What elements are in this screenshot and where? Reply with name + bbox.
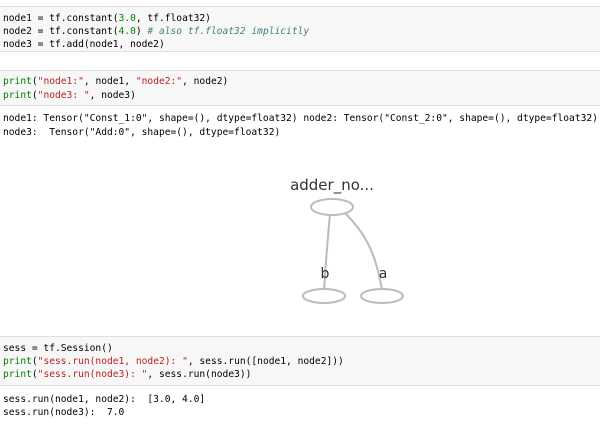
- code-line: print("sess.run(node1, node2): ", sess.r…: [3, 356, 344, 368]
- graph-node-a[interactable]: [360, 288, 404, 304]
- graph-node-label: adder_no...: [290, 176, 374, 195]
- code-text: node2 = tf.constant(: [3, 26, 119, 37]
- code-text: sess = tf.Session(): [3, 343, 113, 354]
- code-cell-3[interactable]: sess = tf.Session() print("sess.run(node…: [0, 336, 600, 386]
- output-cell-3: sess.run(node1, node2): [3.0, 4.0] sess.…: [0, 390, 600, 426]
- code-cell-2[interactable]: print("node1:", node1, "node2:", node2) …: [0, 70, 600, 106]
- string-literal: "node2:": [135, 76, 183, 87]
- keyword: print: [3, 90, 32, 101]
- code-line: node1 = tf.constant(3.0, tf.float32): [3, 13, 211, 25]
- keyword: print: [3, 76, 32, 87]
- output-line: node3: Tensor("Add:0", shape=(), dtype=f…: [3, 127, 281, 138]
- number-literal: 4.0: [118, 26, 136, 37]
- code-line: print("sess.run(node3): ", sess.run(node…: [3, 369, 251, 381]
- code-text: ): [135, 26, 148, 37]
- string-literal: "sess.run(node1, node2): ": [37, 356, 188, 367]
- code-text: , sess.run([node1, node2])): [187, 356, 344, 367]
- number-literal: 3.0: [118, 13, 136, 24]
- string-literal: "node1:": [37, 76, 84, 87]
- graph-edge-b: [323, 213, 331, 291]
- code-text: (: [31, 369, 38, 380]
- output-line: sess.run(node3): 7.0: [3, 407, 125, 418]
- code-text: (: [31, 90, 38, 101]
- code-comment: # also tf.float32 implicitly: [147, 26, 310, 37]
- code-line: node2 = tf.constant(4.0) # also tf.float…: [3, 26, 309, 38]
- code-text: , node2): [182, 76, 229, 87]
- graph-edge-label-a: a: [379, 266, 388, 282]
- keyword: print: [3, 356, 32, 367]
- graph-node-b[interactable]: [302, 288, 346, 304]
- graph-edge-label-b: b: [321, 266, 330, 282]
- code-line: print("node3: ", node3): [3, 90, 136, 102]
- code-text: , node1,: [83, 76, 136, 87]
- code-text: node1 = tf.constant(: [3, 13, 119, 24]
- code-text: (: [31, 356, 38, 367]
- code-text: , sess.run(node3)): [147, 369, 252, 380]
- graph-node-adder[interactable]: [310, 198, 354, 216]
- code-text: , node3): [89, 90, 136, 101]
- code-cell-1[interactable]: node1 = tf.constant(3.0, tf.float32) nod…: [0, 6, 600, 52]
- code-line: node3 = tf.add(node1, node2): [3, 39, 165, 51]
- string-literal: "sess.run(node3): ": [37, 369, 148, 380]
- output-line: sess.run(node1, node2): [3.0, 4.0]: [3, 394, 206, 405]
- code-text: (: [31, 76, 38, 87]
- string-literal: "node3: ": [37, 90, 90, 101]
- code-line: sess = tf.Session(): [3, 343, 113, 355]
- graph-edge-a: [344, 212, 383, 291]
- keyword: print: [3, 369, 32, 380]
- code-line: print("node1:", node1, "node2:", node2): [3, 76, 228, 88]
- output-cell-2: node1: Tensor("Const_1:0", shape=(), dty…: [0, 110, 600, 330]
- code-text: , tf.float32): [135, 13, 211, 24]
- tensorboard-graph: adder_no... b a: [290, 176, 404, 304]
- code-text: node3 = tf.add(node1, node2): [3, 39, 165, 50]
- output-line: node1: Tensor("Const_1:0", shape=(), dty…: [3, 113, 598, 124]
